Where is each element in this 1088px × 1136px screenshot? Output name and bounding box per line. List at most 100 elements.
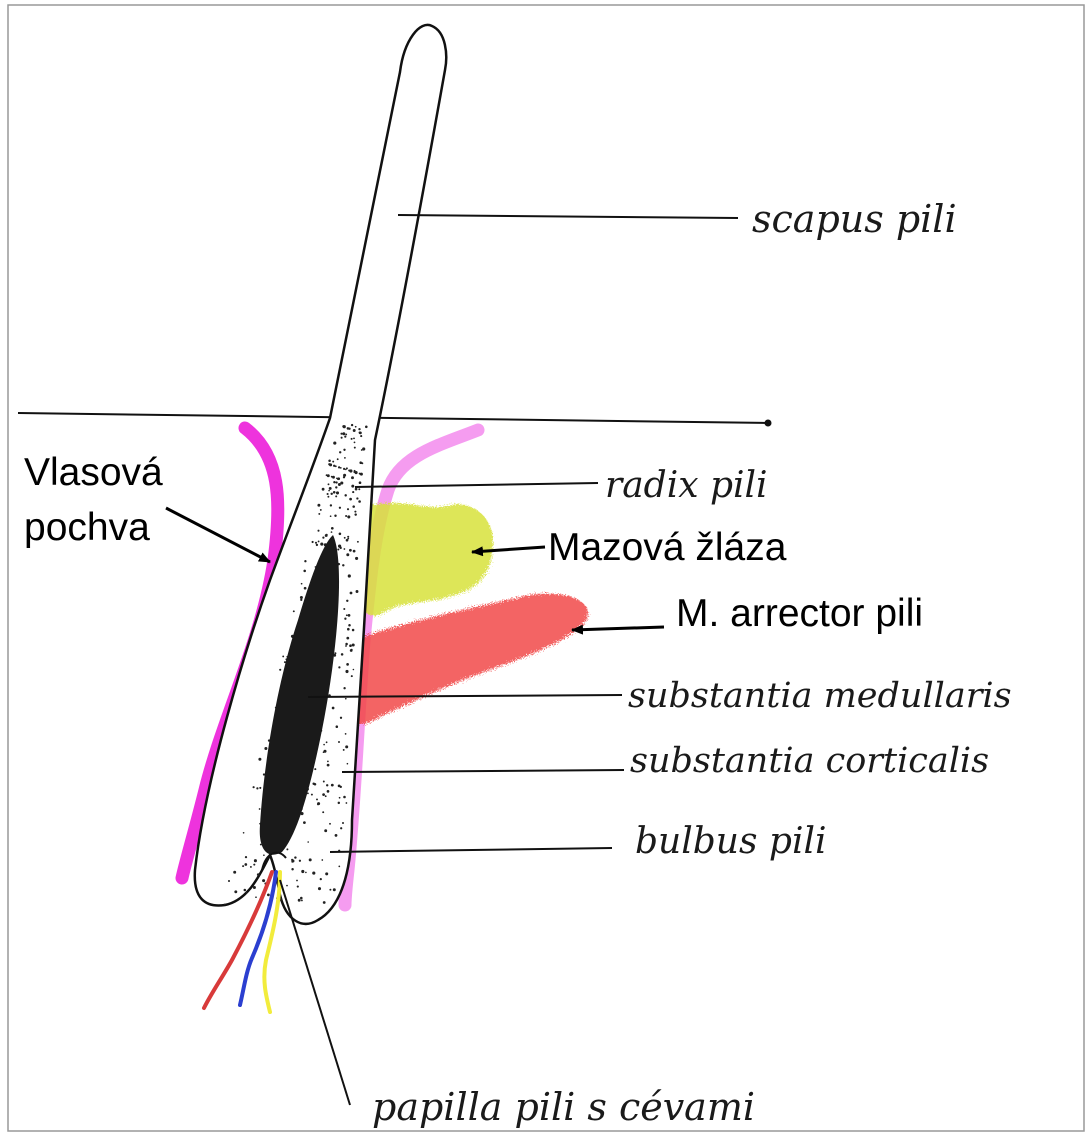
stipple-dot <box>339 533 342 536</box>
stipple-dot <box>343 425 346 428</box>
stipple-dot <box>355 557 358 560</box>
stipple-dot <box>332 476 335 479</box>
stipple-dot <box>354 442 356 444</box>
stipple-dot <box>351 424 353 426</box>
stipple-dot <box>339 797 341 799</box>
label-arrector-pili: M. arrector pili <box>676 592 923 635</box>
stipple-dot <box>286 885 288 887</box>
stipple-dot <box>343 749 345 751</box>
stipple-dot <box>357 541 359 543</box>
stipple-dot <box>345 745 348 748</box>
stipple-dot <box>317 504 320 507</box>
stipple-dot <box>348 427 350 429</box>
stipple-dot <box>353 429 356 432</box>
stipple-dot <box>361 449 363 451</box>
stipple-dot <box>291 868 293 870</box>
stipple-dot <box>244 863 247 866</box>
stipple-dot <box>327 496 329 498</box>
stipple-dot <box>343 449 345 451</box>
stipple-dot <box>353 550 356 553</box>
stipple-dot <box>326 741 328 743</box>
stipple-dot <box>309 858 312 861</box>
stipple-dot <box>352 643 355 646</box>
stipple-dot <box>322 793 325 796</box>
label-radix-pili: radix pili <box>605 465 768 506</box>
stipple-dot <box>338 785 341 788</box>
stipple-dot <box>325 795 327 797</box>
stipple-dot <box>348 614 351 617</box>
stipple-dot <box>323 901 326 904</box>
stipple-dot <box>300 897 303 900</box>
stipple-dot <box>347 536 349 538</box>
stipple-dot <box>344 618 346 620</box>
stipple-dot <box>320 878 322 880</box>
stipple-dot <box>317 530 319 532</box>
stipple-dot <box>253 886 256 889</box>
stipple-dot <box>244 889 247 892</box>
stipple-dot <box>322 488 325 491</box>
stipple-dot <box>337 548 339 550</box>
stipple-dot <box>259 787 261 789</box>
stipple-dot <box>314 783 317 786</box>
label-scapus-pili: scapus pili <box>752 197 957 241</box>
stipple-dot <box>352 505 355 508</box>
stipple-dot <box>262 879 265 882</box>
stipple-dot <box>256 787 258 789</box>
stipple-dot <box>314 768 316 770</box>
stipple-dot <box>339 507 341 509</box>
stipple-dot <box>334 515 336 517</box>
stipple-dot <box>346 637 349 640</box>
stipple-dot <box>355 471 358 474</box>
stipple-dot <box>353 669 355 671</box>
stipple-dot <box>312 541 314 543</box>
stipple-dot <box>329 487 332 490</box>
stipple-dot <box>304 560 306 562</box>
stipple-dot <box>311 794 313 796</box>
label-substantia-medullaris: substantia medullaris <box>628 676 1012 716</box>
stipple-dot <box>359 432 362 435</box>
stipple-dot <box>325 872 328 875</box>
stipple-dot <box>305 872 307 874</box>
stipple-dot <box>331 784 334 787</box>
stipple-dot <box>336 491 339 494</box>
label-bulbus-pili: bulbus pili <box>635 821 826 862</box>
stipple-dot <box>301 583 303 585</box>
stipple-dot <box>318 540 320 542</box>
stipple-dot <box>328 483 330 485</box>
stipple-dot <box>328 459 331 462</box>
stipple-dot <box>327 493 329 495</box>
stipple-dot <box>331 531 333 533</box>
stipple-dot <box>340 433 342 435</box>
stipple-dot <box>339 451 341 453</box>
stipple-dot <box>346 600 348 602</box>
leader-scapus <box>398 215 738 218</box>
stipple-dot <box>312 872 315 875</box>
stipple-dot <box>337 458 339 460</box>
stipple-dot <box>335 481 337 483</box>
stipple-dot <box>361 462 363 464</box>
stipple-dot <box>354 513 356 515</box>
stipple-dot <box>338 802 340 804</box>
stipple-dot <box>342 822 344 824</box>
leader-cortex <box>342 770 624 772</box>
stipple-dot <box>352 491 354 493</box>
leader-bulbus <box>330 848 612 852</box>
stipple-dot <box>325 534 327 536</box>
stipple-dot <box>320 543 323 546</box>
stipple-dot <box>303 821 306 824</box>
stipple-dot <box>340 827 342 829</box>
stipple-dot <box>348 574 351 577</box>
arrow-arrector <box>572 627 664 630</box>
stipple-dot <box>257 873 260 876</box>
stipple-dot <box>360 473 363 476</box>
stipple-dot <box>345 515 347 517</box>
arrow-sheath <box>166 508 270 562</box>
stipple-dot <box>301 899 303 901</box>
stipple-dot <box>331 527 334 530</box>
stipple-dot <box>307 841 309 843</box>
stipple-dot <box>304 587 307 590</box>
stipple-dot <box>345 469 347 471</box>
stipple-dot <box>354 511 356 513</box>
stipple-dot <box>328 490 330 492</box>
label-substantia-corticalis: substantia corticalis <box>630 741 989 781</box>
